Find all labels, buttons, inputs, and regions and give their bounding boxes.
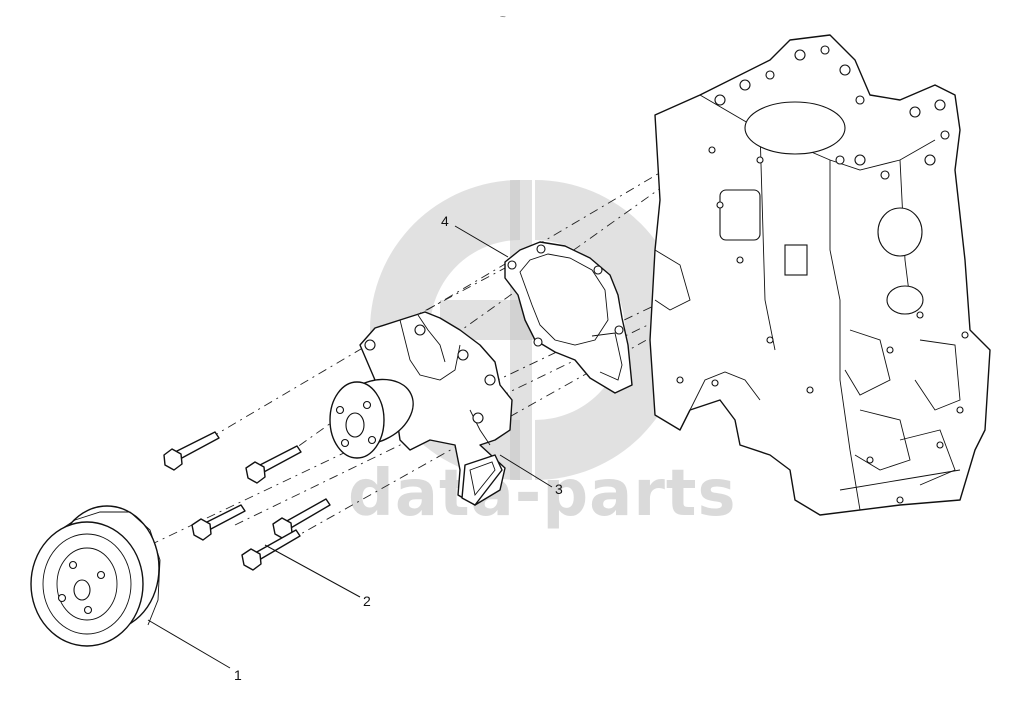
callout-2-label: 2	[363, 593, 371, 609]
pulley	[30, 505, 161, 647]
gasket	[504, 241, 633, 394]
bolt-lower	[241, 529, 301, 571]
water-pump	[329, 311, 513, 506]
callout-leaders	[147, 225, 553, 669]
bolt-middle-left	[191, 504, 246, 541]
bolt-upper-left	[163, 431, 220, 471]
engine-block-bolt-holes	[676, 45, 969, 504]
callout-1-label: 1	[234, 667, 242, 683]
callout-4-label: 4	[441, 213, 449, 229]
engine-block	[649, 34, 991, 516]
top-mark: ~	[500, 12, 506, 23]
callout-3-label: 3	[555, 481, 563, 497]
bolt-upper-right	[245, 445, 302, 484]
watermark-text: data-parts	[348, 457, 737, 531]
bolt-middle-right	[272, 498, 331, 540]
